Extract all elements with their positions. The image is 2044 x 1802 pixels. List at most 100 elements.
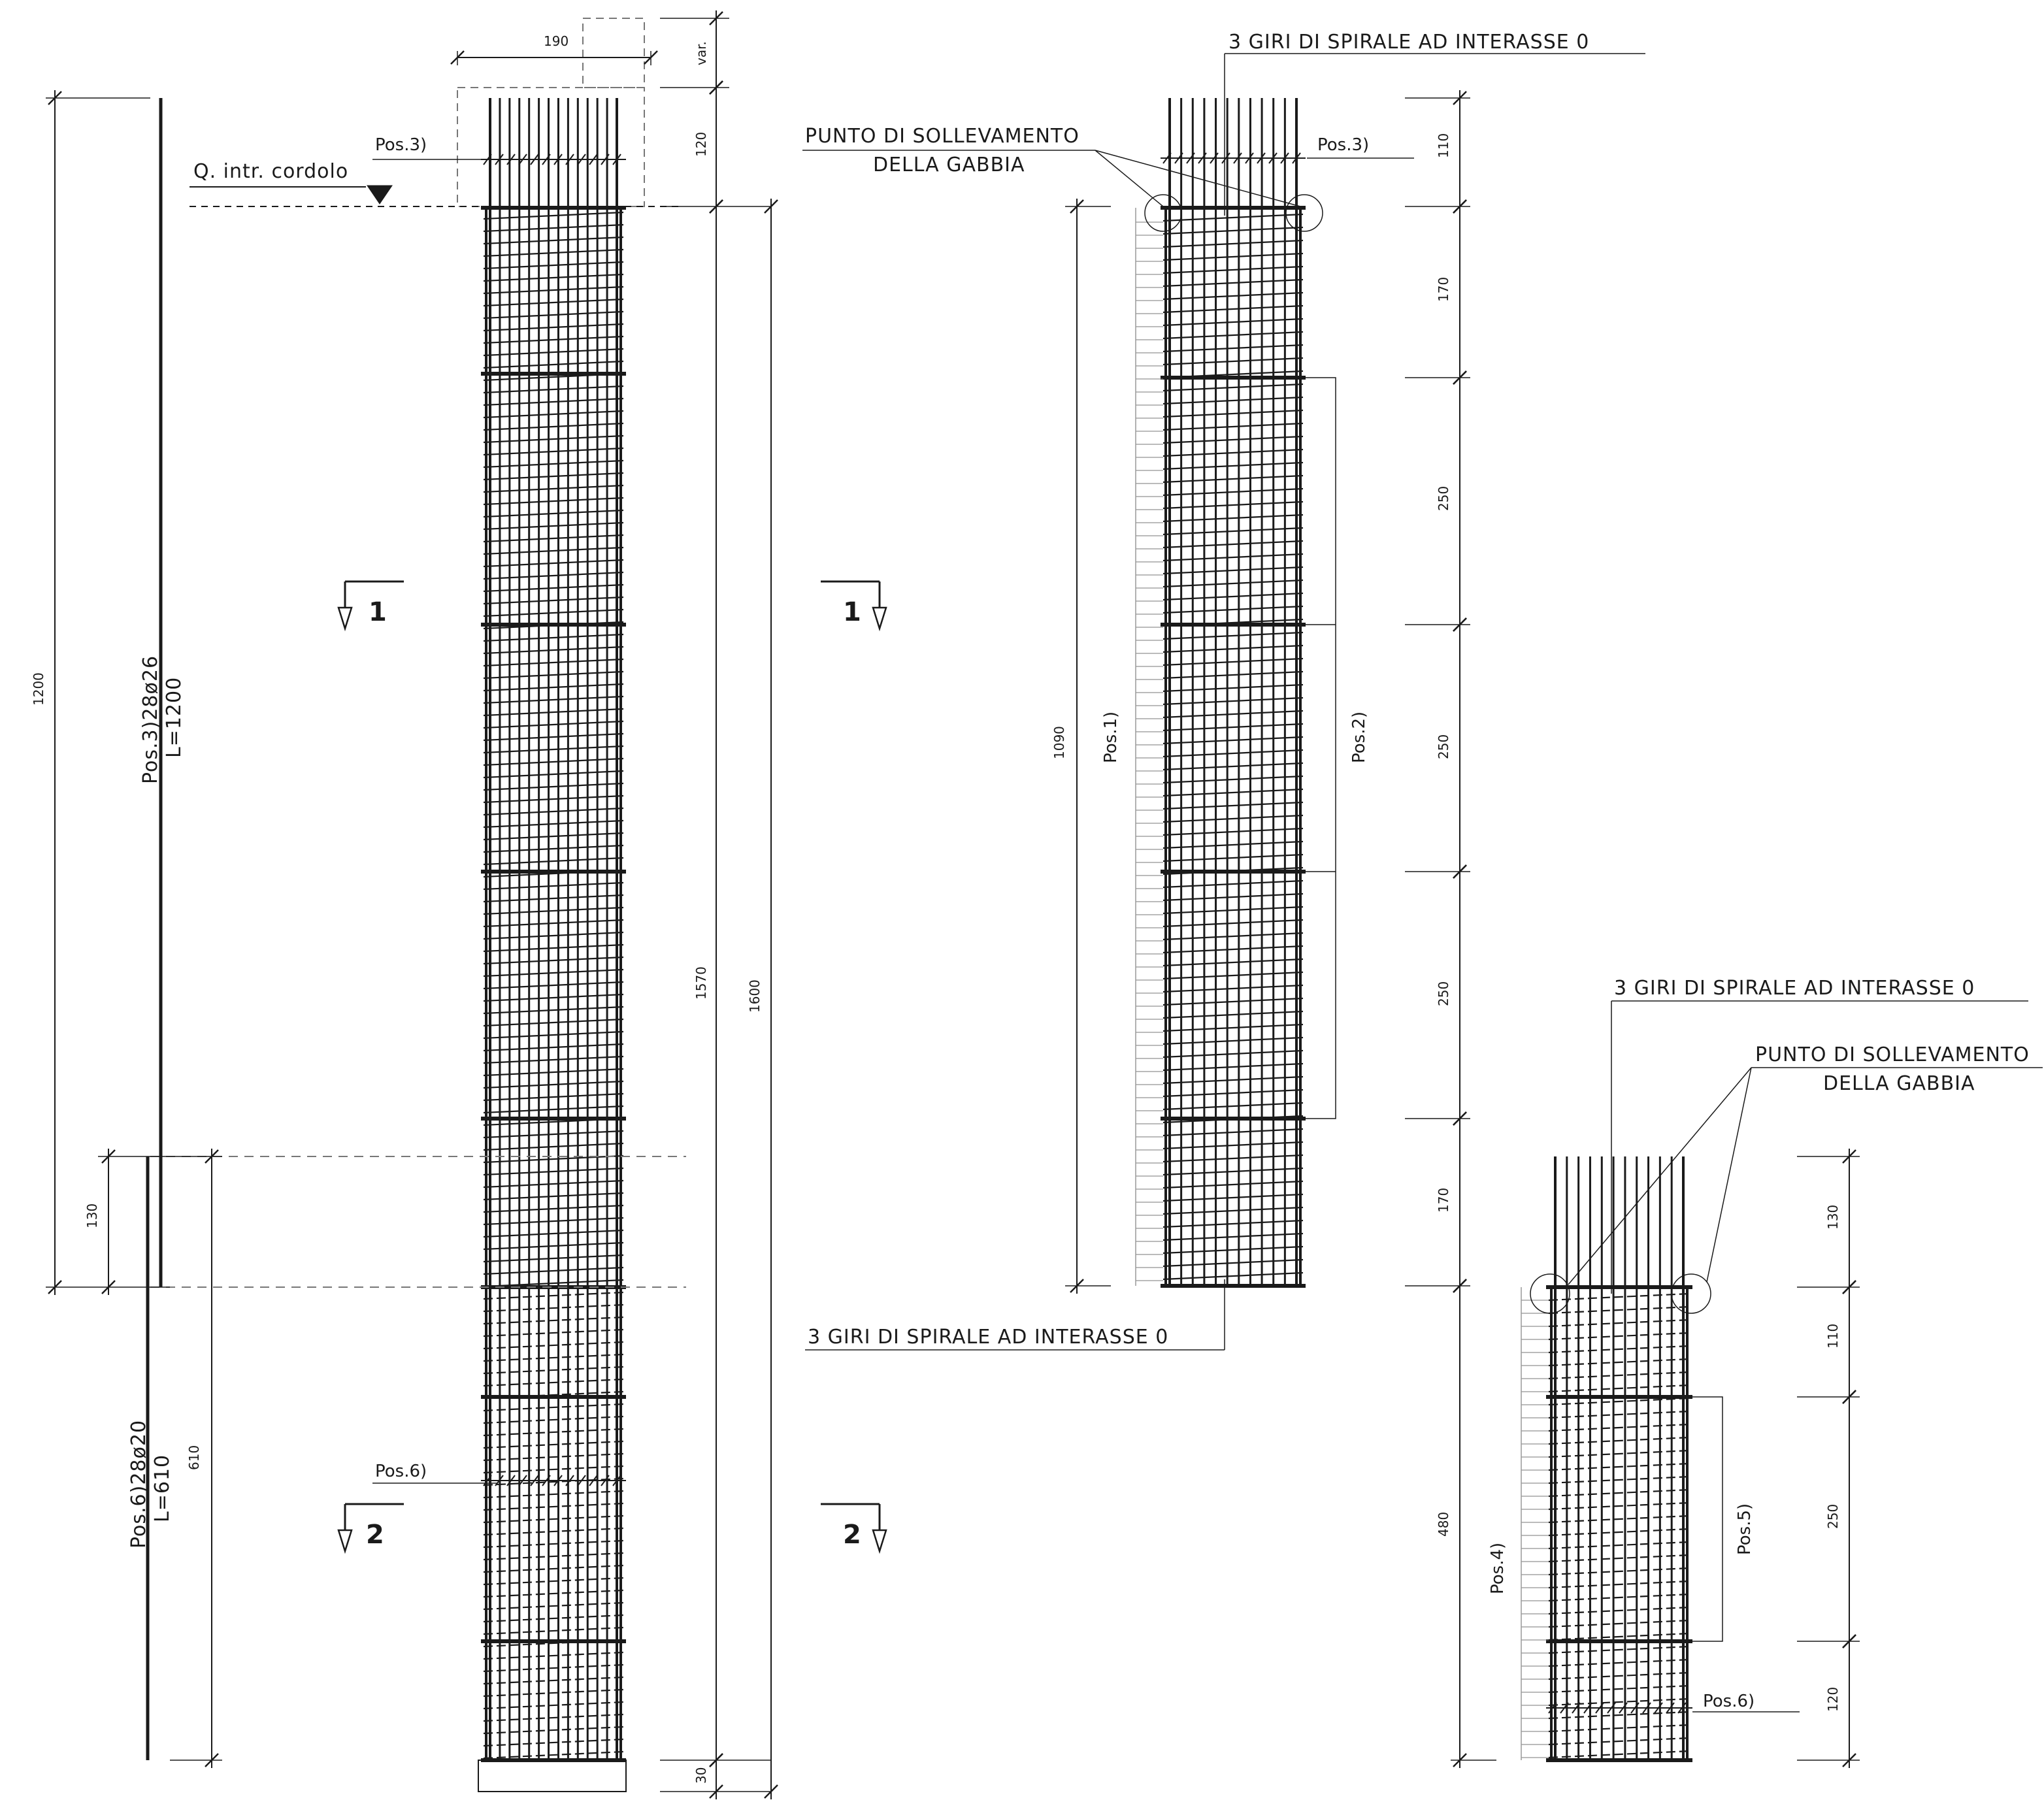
spiral-turn: [483, 1155, 624, 1164]
spiral-turn: [1548, 1332, 1690, 1341]
position-callouts-main: Pos.3) Pos.6): [375, 135, 427, 1481]
spiral-turn: [1548, 1724, 1690, 1733]
hatch-tick: [589, 154, 598, 165]
spiral-turn: [1162, 474, 1304, 483]
spiral-turn: [483, 1080, 624, 1089]
q-intr-cordolo-label: Q. intr. cordolo: [193, 160, 348, 183]
spiral-turn: [1162, 932, 1304, 941]
spiral-turn: [483, 1366, 624, 1375]
hatch-tick: [1607, 1702, 1616, 1714]
spiral-turn: [1548, 1397, 1690, 1406]
hatch-tick: [1654, 1702, 1663, 1714]
spiral-turn: [1162, 344, 1304, 353]
spiral-turn: [1162, 997, 1304, 1006]
spiral-turn: [1162, 696, 1304, 706]
spiral-turn: [483, 1266, 624, 1275]
hatch-tick: [565, 1475, 574, 1486]
spiral-turn: [1162, 1206, 1304, 1215]
dim-250-mid-b: 250: [1436, 734, 1451, 759]
spiral-turn: [1162, 291, 1304, 301]
spiral-turn: [483, 720, 624, 729]
section-1-right-label: 1: [843, 597, 861, 627]
pile-toe-outline: [478, 1760, 627, 1792]
spiral-turn: [1548, 1501, 1690, 1511]
dim-110-small: 110: [1825, 1324, 1841, 1349]
section-2-right-label: 2: [843, 1520, 861, 1550]
hatch-tick: [553, 1475, 563, 1486]
spiral-turn: [483, 695, 624, 704]
spiral-turn: [1162, 919, 1304, 928]
lifting-point-left: [1144, 194, 1182, 232]
hatch-tick: [1198, 152, 1207, 164]
spiral-turn: [483, 497, 624, 506]
spirale-bottom-label: 3 GIRI DI SPIRALE AD INTERASSE 0: [808, 1326, 1168, 1349]
lifting-point-right: [1285, 194, 1323, 232]
dim-1200: 1200: [31, 672, 46, 706]
hatch-tick: [553, 154, 563, 165]
spiral-turn: [483, 211, 624, 220]
spiral-turn: [483, 484, 624, 493]
dim-tick: [1842, 1753, 1856, 1767]
spiral-turn: [1162, 958, 1304, 967]
spiral-turn: [1548, 1449, 1690, 1458]
spiral-turn: [483, 1316, 624, 1325]
hatch-tick: [1630, 1702, 1640, 1714]
cordolo-top-outline: [582, 18, 645, 88]
spiral-turn: [483, 472, 624, 481]
lifting-point-left: [1530, 1273, 1570, 1314]
spiral-turn: [1162, 500, 1304, 510]
spiral-turn: [1162, 1049, 1304, 1058]
bar-schedule-left: Q. intr. cordolo Pos.3)28ø26 L=1200 Pos.…: [127, 160, 348, 1548]
spiral-turn: [1162, 461, 1304, 470]
pos3-left-label: Pos.3): [375, 135, 427, 155]
spiral-turn: [483, 1738, 624, 1747]
spiral-turn: [1162, 945, 1304, 954]
spiral-turn: [1548, 1593, 1690, 1602]
dim-tick: [101, 1280, 116, 1294]
hatch-tick: [1257, 152, 1266, 164]
spiral-turn: [483, 844, 624, 853]
spiral-turn: [483, 1614, 624, 1623]
spiral-turn: [483, 1676, 624, 1685]
spiral-turn: [1548, 1515, 1690, 1524]
sollevamento-2-leader-b: [1706, 1067, 1752, 1283]
spiral-turn: [483, 670, 624, 680]
pos6-length-label: L=610: [151, 1454, 174, 1522]
hatch-tick: [577, 1475, 586, 1486]
spiral-turn: [483, 943, 624, 953]
spiral-turn: [1548, 1619, 1690, 1628]
hatch-tick: [1292, 152, 1301, 164]
hatch-tick: [1595, 1702, 1604, 1714]
spiral-turn: [1162, 670, 1304, 680]
spiral-turn: [1162, 1180, 1304, 1189]
dim-tick: [1453, 1753, 1467, 1767]
dim-tick: [709, 11, 723, 25]
spiral-turn: [1162, 592, 1304, 601]
spiral-turn: [483, 1502, 624, 1511]
spiral-turn: [1162, 723, 1304, 732]
spiral-turn: [1162, 396, 1304, 405]
section-arrow-icon: [337, 1529, 353, 1554]
spiral-turn: [1548, 1436, 1690, 1445]
spiral-turn: [483, 323, 624, 332]
spiral-turn: [483, 559, 624, 568]
spiral-turn: [1548, 1345, 1690, 1354]
spiral-turn: [1162, 265, 1304, 274]
spiral-turn: [483, 360, 624, 369]
spiral-turn: [1548, 1292, 1690, 1302]
spiral-turn: [483, 1701, 624, 1710]
dim-tick: [1842, 1280, 1856, 1294]
spiral-turn: [483, 1403, 624, 1412]
spiral-turn: [1162, 631, 1304, 640]
spiral-turn: [1548, 1554, 1690, 1563]
spiral-turn: [483, 1043, 624, 1052]
spiral-turn: [483, 1217, 624, 1226]
hatch-tick: [506, 1475, 516, 1486]
spiral-turn: [483, 1105, 624, 1114]
spiral-turn: [483, 1527, 624, 1536]
spiral-turn: [483, 608, 624, 617]
pos1-label: Pos.1): [1101, 712, 1121, 763]
spiral-turn: [483, 1577, 624, 1586]
dim-130-small: 130: [1825, 1205, 1841, 1230]
